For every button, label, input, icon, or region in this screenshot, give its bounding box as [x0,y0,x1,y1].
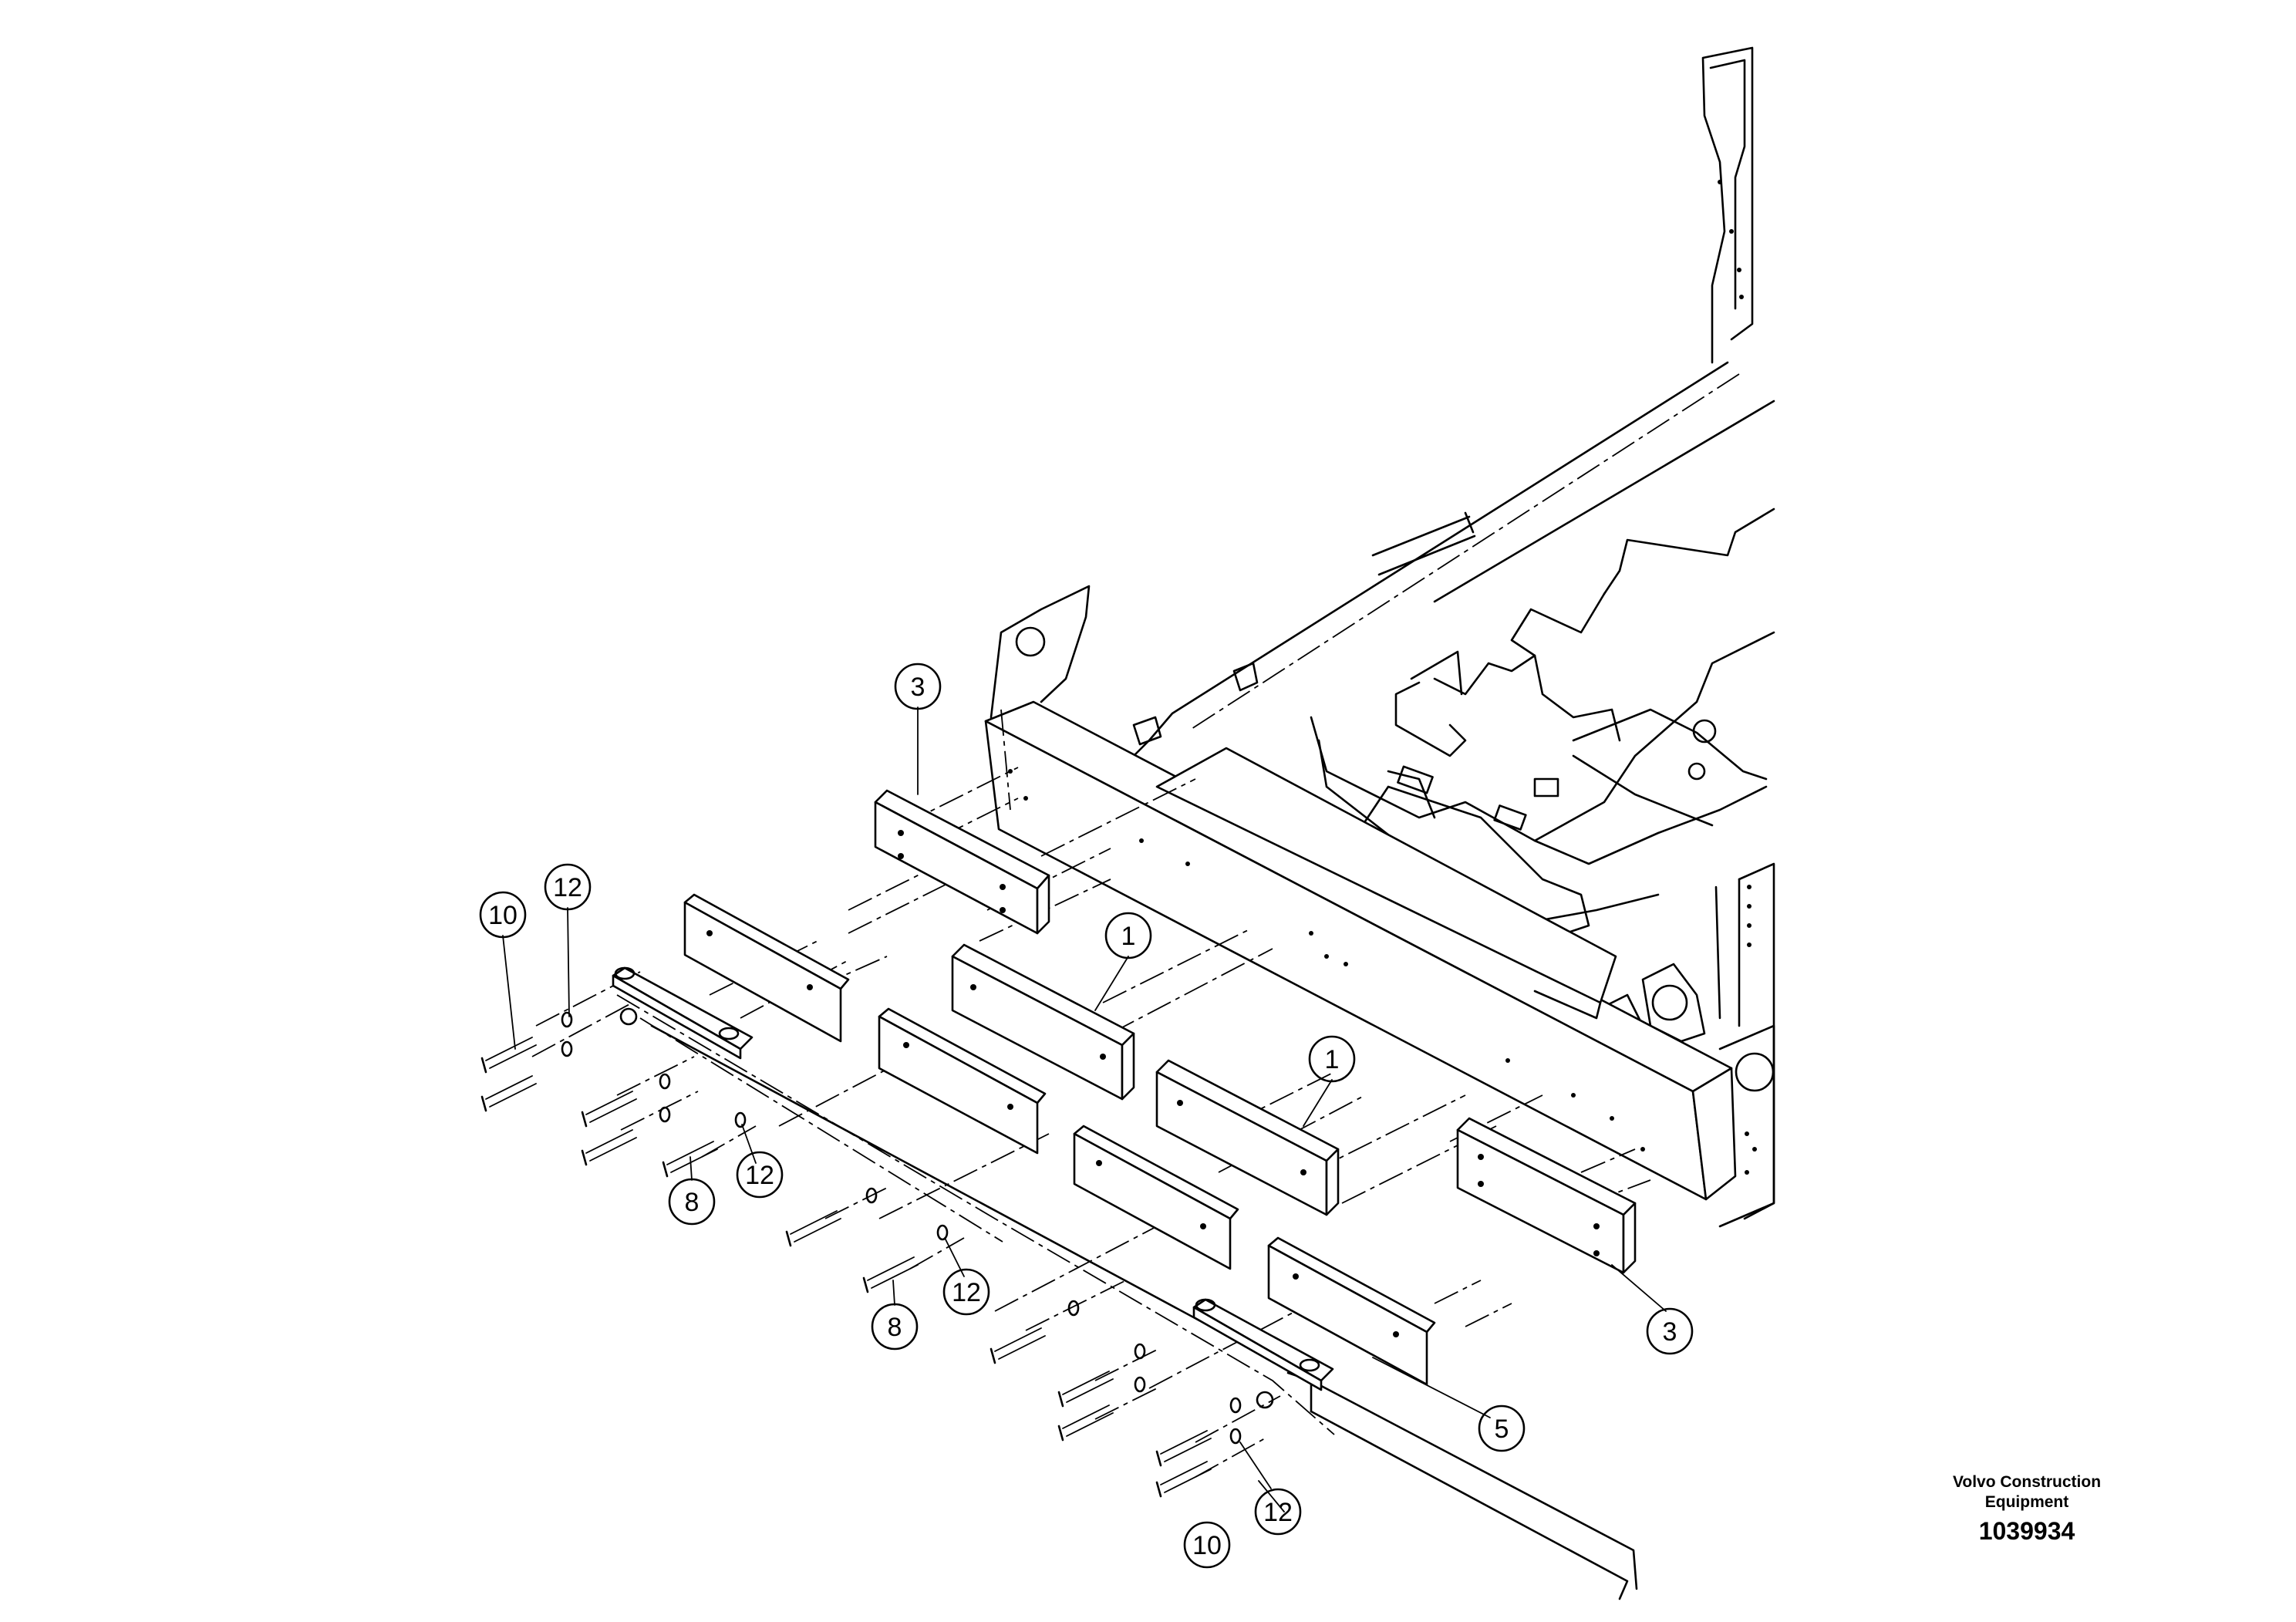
fasteners [480,1011,1242,1498]
callout-balloon: 10 [479,891,527,939]
callout-balloon: 5 [1478,1404,1526,1452]
svg-text:10: 10 [1192,1531,1222,1560]
callout-balloons: 3 1 1 10 12 12 8 12 [479,663,1694,1569]
svg-text:12: 12 [952,1278,981,1307]
svg-text:3: 3 [1663,1317,1677,1347]
document-footer: Volvo Construction Equipment 1039934 [1953,1473,2101,1545]
block-1-upper [951,943,1135,1101]
bracket-plate-upper [612,966,754,1060]
shim-plate-upper [683,893,850,1043]
brand-line-1: Volvo Construction [1953,1473,2101,1491]
callout-balloon: 8 [668,1178,716,1226]
bolt [862,1256,919,1293]
bolt [1057,1371,1114,1408]
svg-text:5: 5 [1495,1415,1509,1444]
callout-balloon: 12 [544,863,592,911]
bolt [785,1210,841,1247]
block-3-lower [1456,1117,1637,1274]
svg-text:10: 10 [488,901,518,930]
document-number: 1039934 [1979,1517,2075,1545]
lower-rail [650,1024,1638,1600]
callout-balloon: 12 [1254,1488,1302,1536]
block-1-lower [1155,1059,1340,1216]
svg-text:1: 1 [1325,1045,1340,1074]
callout-balloon: 3 [1646,1307,1694,1355]
callout-balloon: 1 [1308,1035,1356,1083]
bolt [1155,1430,1212,1467]
bolt [581,1129,637,1166]
svg-text:12: 12 [553,873,582,902]
bolt [480,1037,537,1074]
callout-balloon: 12 [736,1151,784,1199]
main-cross-beam [984,585,1737,1201]
bolt [480,1075,537,1112]
svg-text:12: 12 [745,1161,774,1190]
bolt [1155,1461,1212,1498]
bolt [990,1327,1046,1364]
shim-plate-lower [1073,1125,1239,1270]
shim-plate-mid [878,1007,1047,1155]
svg-text:1: 1 [1121,922,1136,951]
svg-text:12: 12 [1263,1498,1293,1527]
callout-balloon: 8 [871,1303,919,1351]
callout-balloon: 3 [894,663,942,710]
mounting-blocks [612,789,1637,1409]
bolt [662,1141,718,1178]
bolt [1057,1404,1114,1442]
callout-balloon: 12 [942,1268,990,1316]
svg-text:8: 8 [888,1313,902,1342]
shim-plate-5 [1267,1236,1436,1386]
svg-text:8: 8 [685,1188,700,1217]
callout-balloon: 1 [1104,912,1152,959]
leader-lines [502,706,1667,1512]
brand-line-2: Equipment [1985,1493,2069,1511]
block-3-upper [874,789,1050,935]
bolt [581,1091,637,1128]
svg-text:3: 3 [911,673,925,702]
callout-balloon: 10 [1183,1521,1231,1569]
bracket-plate-lower [1192,1298,1334,1409]
